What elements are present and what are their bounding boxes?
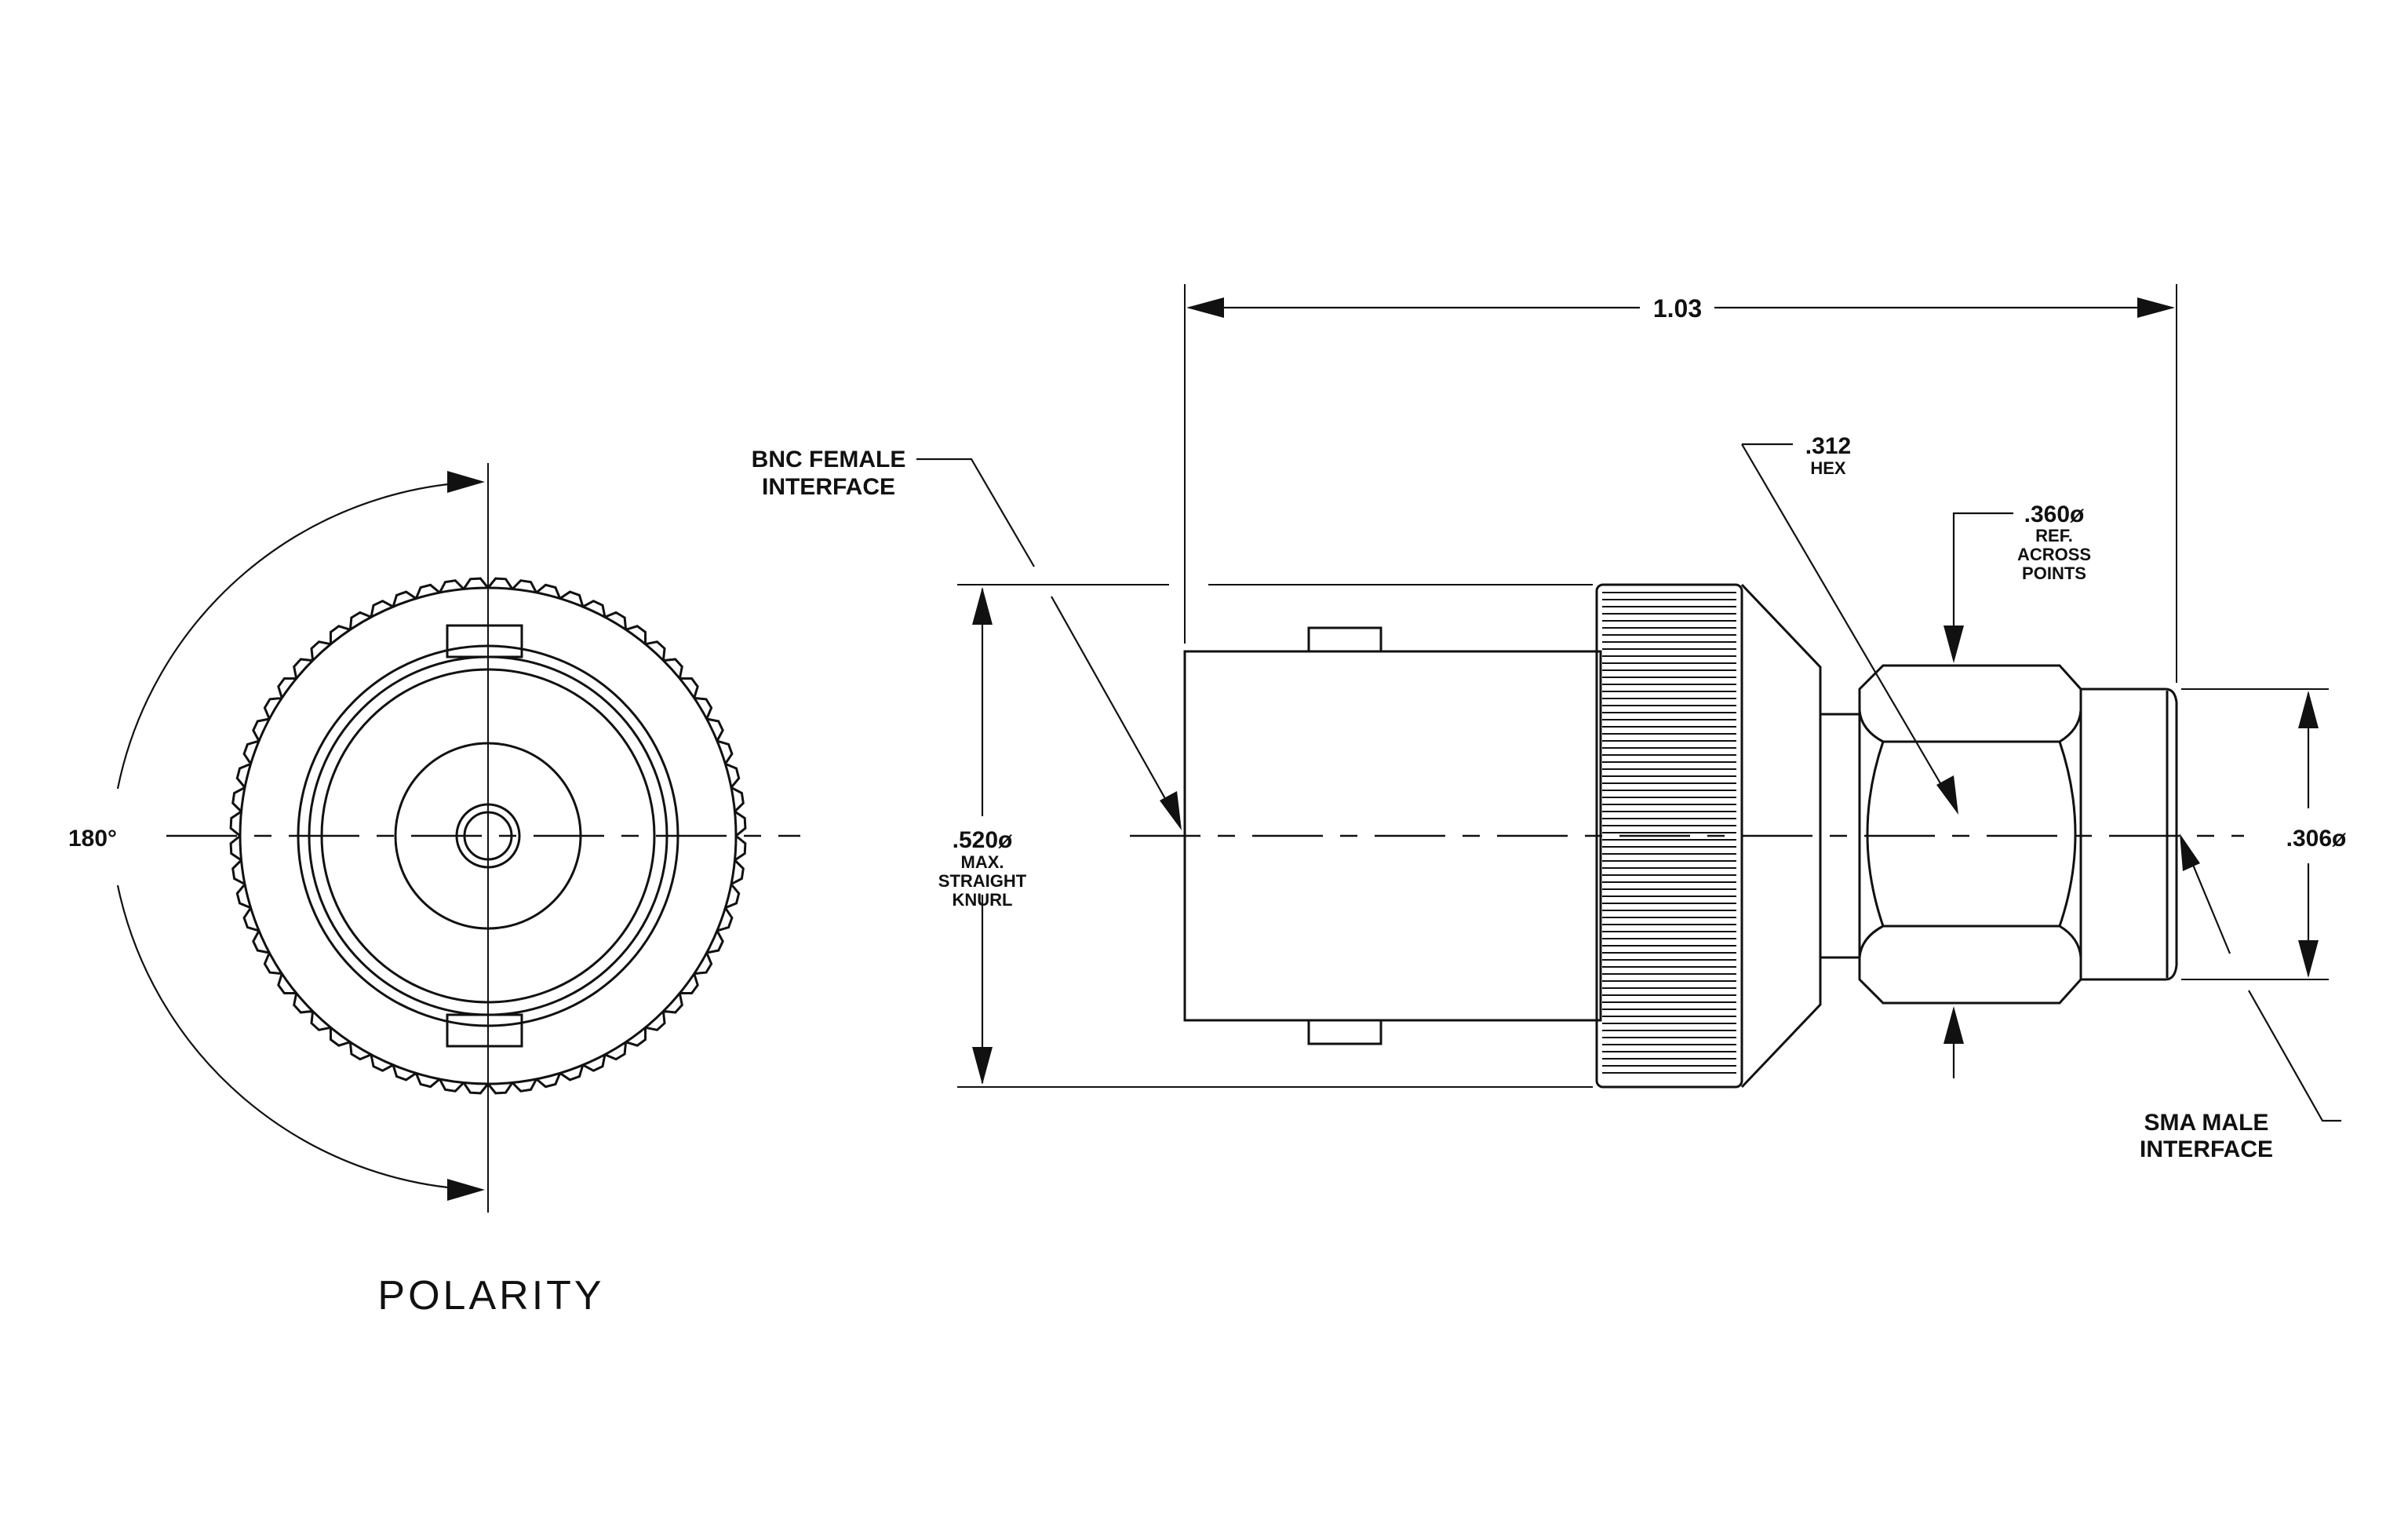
sma-body (2081, 688, 2178, 981)
knurl-dim-label: .520ø (953, 827, 1013, 853)
arc-arrow-top (447, 471, 485, 493)
angle-label: 180° (68, 826, 117, 852)
hex-dim-label: .312 (1805, 433, 1851, 459)
overall-length-label: 1.03 (1653, 294, 1702, 323)
polarity-arc (116, 480, 479, 790)
sma-leader (2188, 855, 2231, 954)
side-view: 1.03 .520ø MAX. STRAIGHT KNURL BNC FEMAL… (752, 284, 2347, 1162)
svg-text:ACROSS: ACROSS (2017, 545, 2091, 564)
polarity-title: POLARITY (377, 1273, 604, 1319)
svg-text:HEX: HEX (1810, 458, 1846, 478)
bnc-label-1: BNC FEMALE (752, 447, 906, 472)
hex-leader (1741, 443, 1947, 793)
sma-label-1: SMA MALE (2144, 1110, 2269, 1136)
points-dim-label: .360ø (2024, 502, 2085, 527)
sma-label-2: INTERFACE (2140, 1136, 2273, 1162)
taper-top (1740, 583, 1822, 1089)
knurl-teeth (229, 577, 747, 1095)
end-view: 180° POLARITY (68, 463, 800, 1319)
bnc-stud-bottom (1307, 1019, 1383, 1045)
knurl-lines (1602, 592, 1736, 1074)
svg-text:MAX.: MAX. (961, 852, 1004, 872)
arc-arrow-bottom (447, 1179, 485, 1201)
bnc-label-2: INTERFACE (762, 474, 895, 500)
sma-dim-label: .306ø (2286, 826, 2347, 852)
hex-nut (1858, 664, 2082, 1005)
bnc-stud-top (1307, 626, 1383, 653)
bayonet-stud-bottom (446, 1013, 523, 1048)
svg-text:KNURL: KNURL (953, 890, 1013, 910)
bnc-leader (1051, 596, 1171, 809)
svg-text:REF.: REF. (2035, 526, 2073, 545)
svg-text:POINTS: POINTS (2022, 564, 2086, 583)
bayonet-stud-top (446, 624, 523, 658)
knurl-tooth-outline (229, 577, 747, 1095)
svg-text:STRAIGHT: STRAIGHT (938, 871, 1027, 891)
